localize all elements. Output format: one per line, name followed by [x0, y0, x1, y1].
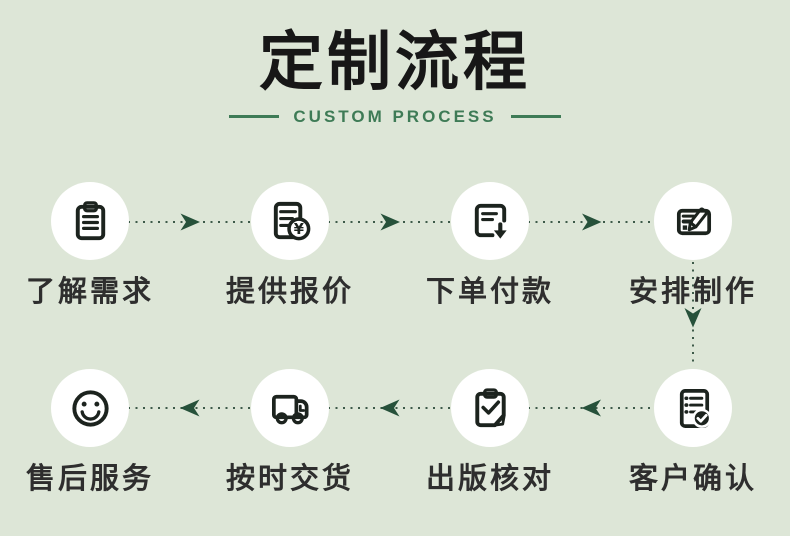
flow-arrow-left [528, 399, 655, 417]
truck-icon [271, 394, 309, 424]
page-title: 定制流程 [259, 26, 531, 98]
step-circle [451, 369, 529, 447]
step-label: 售后服务 [25, 463, 154, 495]
clipboard-icon [75, 200, 105, 240]
smiley-icon [71, 389, 109, 427]
step-circle [654, 369, 732, 447]
step-circle [654, 182, 732, 260]
step-label: 下单付款 [425, 276, 554, 308]
checklist-confirmed-icon [679, 388, 711, 428]
step-circle [251, 369, 329, 447]
step-label: 客户确认 [628, 463, 757, 495]
flow-arrow-left [328, 399, 452, 417]
subtitle-row: CUSTOM PROCESS [0, 107, 790, 127]
flow-arrow-left [128, 399, 252, 417]
flow-arrow-right [528, 213, 655, 231]
step-arrange-production: 安排制作 [608, 182, 778, 309]
subtitle-left-rule [229, 115, 280, 119]
step-order-payment: 下单付款 [405, 182, 575, 309]
step-provide-quote: ¥ 提供报价 [205, 182, 375, 309]
step-label: 安排制作 [628, 276, 757, 308]
edit-form-icon [676, 206, 711, 235]
header: 定制流程 CUSTOM PROCESS [0, 24, 790, 127]
flow-arrow-right [128, 213, 252, 231]
flow-arrow-down [684, 262, 702, 366]
step-circle [451, 182, 529, 260]
clipboard-check-icon [474, 387, 506, 427]
step-circle [51, 182, 129, 260]
subtitle-right-rule [510, 115, 561, 119]
step-label: 了解需求 [25, 276, 154, 308]
flow-arrow-right [328, 213, 452, 231]
step-label: 按时交货 [225, 463, 354, 495]
svg-text:¥: ¥ [293, 221, 304, 238]
order-download-icon [474, 203, 507, 239]
step-understand-needs: 了解需求 [5, 182, 175, 309]
quote-yen-icon: ¥ [273, 201, 310, 240]
step-label: 提供报价 [225, 276, 354, 308]
step-proof-check: 出版核对 [405, 369, 575, 496]
step-circle: ¥ [251, 182, 329, 260]
step-on-time-delivery: 按时交货 [205, 369, 375, 496]
page-subtitle: CUSTOM PROCESS [293, 106, 497, 126]
step-after-sales-service: 售后服务 [5, 369, 175, 496]
step-circle [51, 369, 129, 447]
step-label: 出版核对 [425, 463, 554, 495]
step-customer-confirm: 客户确认 [608, 369, 778, 496]
